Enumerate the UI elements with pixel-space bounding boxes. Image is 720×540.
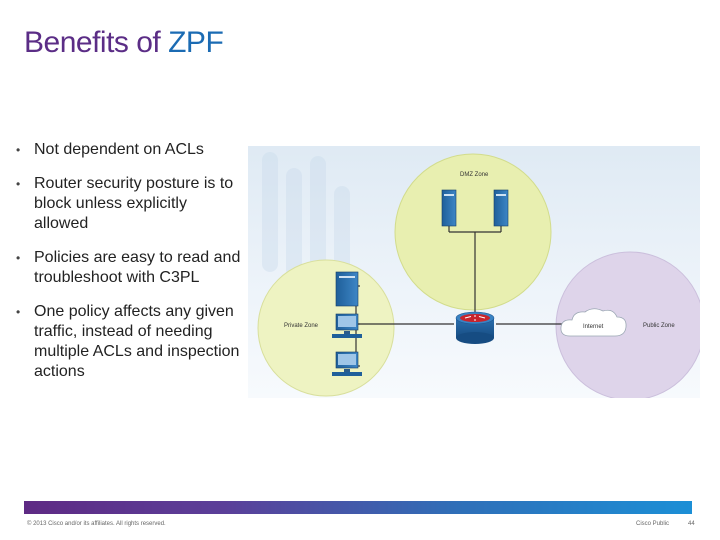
workstation-icon	[332, 351, 362, 376]
bullet-text: One policy affects any given traffic, in…	[34, 303, 240, 380]
internet-cloud-icon	[560, 308, 627, 337]
bullet-item: • Not dependent on ACLs	[16, 140, 244, 160]
background-pillars	[262, 152, 350, 278]
bullet-dot: •	[16, 251, 21, 265]
slide-title: Benefits of ZPF	[24, 26, 224, 60]
router-icon	[455, 311, 495, 344]
private-zone	[257, 259, 395, 397]
bullet-list: • Not dependent on ACLs • Router securit…	[16, 140, 244, 396]
bullet-dot: •	[16, 143, 21, 157]
title-word-benefits: Benefits of	[24, 26, 161, 59]
title-word-zpf: ZPF	[168, 26, 224, 59]
dmz-zone-label: DMZ Zone	[460, 172, 489, 178]
bullet-dot: •	[16, 177, 21, 191]
bullet-text: Not dependent on ACLs	[34, 141, 204, 158]
bullet-dot: •	[16, 305, 21, 319]
private-server-icon	[335, 271, 359, 307]
bullet-item: • Router security posture is to block un…	[16, 174, 244, 234]
zone-diagram: DMZ Zone Private Zone Public Zone Intern…	[248, 146, 700, 398]
public-zone	[555, 251, 700, 398]
footer-copyright: © 2013 Cisco and/or its affiliates. All …	[27, 521, 166, 527]
dmz-server-icon	[441, 189, 457, 227]
bullet-text: Policies are easy to read and troublesho…	[34, 249, 241, 286]
dmz-server-icon	[493, 189, 509, 227]
page-number: 44	[688, 521, 695, 527]
internet-label: Internet	[583, 324, 604, 330]
bullet-item: • Policies are easy to read and troubles…	[16, 248, 244, 288]
public-zone-label: Public Zone	[643, 323, 675, 329]
workstation-icon	[332, 313, 362, 338]
bullet-item: • One policy affects any given traffic, …	[16, 302, 244, 382]
bullet-text: Router security posture is to block unle…	[34, 175, 234, 232]
footer-gradient-bar	[24, 501, 692, 514]
private-zone-label: Private Zone	[284, 323, 319, 329]
footer-classification: Cisco Public	[636, 521, 670, 527]
